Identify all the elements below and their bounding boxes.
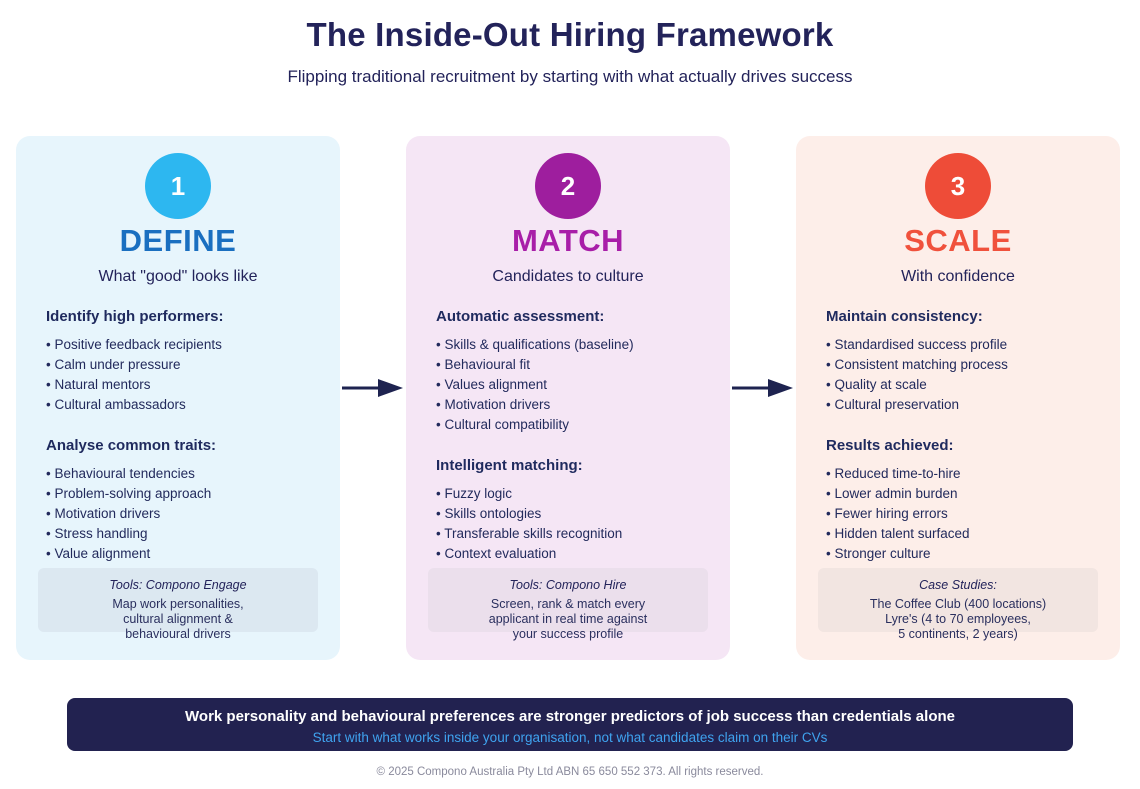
step-subtitle: Candidates to culture: [492, 268, 644, 285]
bullet-item: Cultural compatibility: [436, 415, 700, 435]
key-message-banner: Work personality and behavioural prefere…: [67, 698, 1073, 751]
bullet-list: Skills & qualifications (baseline) Behav…: [436, 335, 700, 435]
tools-box: Tools: Compono Hire Screen, rank & match…: [428, 568, 708, 641]
step-title: SCALE: [904, 223, 1012, 258]
bullet-item: Skills ontologies: [436, 504, 700, 524]
bullet-item: Fuzzy logic: [436, 484, 700, 504]
tools-box-title: Tools: Compono Engage: [109, 578, 247, 592]
step-number-badge: 1: [145, 153, 211, 219]
bullet-item: Reduced time-to-hire: [826, 464, 1090, 484]
bullet-item: Value alignment: [46, 544, 310, 564]
bullet-item: Lower admin burden: [826, 484, 1090, 504]
step-number-badge: 2: [535, 153, 601, 219]
section-heading: Maintain consistency:: [826, 308, 983, 325]
tools-box-title: Case Studies:: [919, 578, 997, 592]
bullet-item: Context evaluation: [436, 544, 700, 564]
page-title: The Inside-Out Hiring Framework: [306, 16, 834, 53]
step-subtitle: What "good" looks like: [98, 268, 258, 285]
tools-box-line: behavioural drivers: [125, 627, 231, 641]
tools-box-line: 5 continents, 2 years): [898, 627, 1018, 641]
page-subtitle: Flipping traditional recruitment by star…: [287, 67, 853, 86]
bullet-item: Stress handling: [46, 524, 310, 544]
bullet-item: Transferable skills recognition: [436, 524, 700, 544]
bullet-item: Values alignment: [436, 375, 700, 395]
bullet-item: Fewer hiring errors: [826, 504, 1090, 524]
step-connector: [340, 136, 406, 660]
step-title: DEFINE: [119, 223, 237, 258]
bullet-item: Stronger culture: [826, 544, 1090, 564]
bullet-item: Skills & qualifications (baseline): [436, 335, 700, 355]
bullet-list: Reduced time-to-hire Lower admin burden …: [826, 464, 1090, 564]
bullet-list: Fuzzy logic Skills ontologies Transferab…: [436, 484, 700, 564]
section-heading: Automatic assessment:: [436, 308, 605, 325]
bullet-item: Standardised success profile: [826, 335, 1090, 355]
header: The Inside-Out Hiring Framework Flipping…: [0, 0, 1140, 87]
arrow-right-icon: [342, 379, 403, 397]
step-subtitle: With confidence: [901, 268, 1015, 285]
arrow-right-icon: [732, 379, 793, 397]
bullet-item: Quality at scale: [826, 375, 1090, 395]
case-studies-box: Case Studies: The Coffee Club (400 locat…: [818, 568, 1098, 641]
bullet-list: Standardised success profile Consistent …: [826, 335, 1090, 415]
step-card-match: 2 MATCH Candidates to culture Automatic …: [406, 136, 730, 660]
tools-box-line: your success profile: [512, 627, 624, 641]
tools-box: Tools: Compono Engage Map work personali…: [38, 568, 318, 641]
bullet-item: Behavioural fit: [436, 355, 700, 375]
bullet-item: Cultural preservation: [826, 395, 1090, 415]
bullet-item: Problem-solving approach: [46, 484, 310, 504]
bullet-item: Natural mentors: [46, 375, 310, 395]
bullet-list: Positive feedback recipients Calm under …: [46, 335, 310, 415]
bullet-item: Motivation drivers: [46, 504, 310, 524]
steps-row: 1 DEFINE What "good" looks like Identify…: [16, 136, 1120, 660]
step-sections: Automatic assessment: Skills & qualifica…: [406, 308, 730, 564]
bullet-item: Hidden talent surfaced: [826, 524, 1090, 544]
banner-subline: Start with what works inside your organi…: [312, 730, 828, 745]
step-card-define: 1 DEFINE What "good" looks like Identify…: [16, 136, 340, 660]
bullet-item: Cultural ambassadors: [46, 395, 310, 415]
step-connector: [730, 136, 796, 660]
step-card-scale: 3 SCALE With confidence Maintain consist…: [796, 136, 1120, 660]
step-number-badge: 3: [925, 153, 991, 219]
tools-box-line: Lyre's (4 to 70 employees,: [885, 612, 1031, 626]
bullet-list: Behavioural tendencies Problem-solving a…: [46, 464, 310, 564]
tools-box-title: Tools: Compono Hire: [509, 578, 627, 592]
section-heading: Analyse common traits:: [46, 437, 217, 454]
tools-box-line: cultural alignment &: [123, 612, 233, 626]
section-heading: Intelligent matching:: [436, 457, 583, 474]
footer-copyright: © 2025 Compono Australia Pty Ltd ABN 65 …: [376, 766, 764, 778]
section-heading: Identify high performers:: [46, 308, 224, 325]
tools-box-line: The Coffee Club (400 locations): [869, 597, 1047, 611]
section-heading: Results achieved:: [826, 437, 954, 454]
banner-headline: Work personality and behavioural prefere…: [185, 708, 955, 725]
tools-box-line: Screen, rank & match every: [490, 597, 646, 611]
bullet-item: Motivation drivers: [436, 395, 700, 415]
bullet-item: Positive feedback recipients: [46, 335, 310, 355]
step-sections: Identify high performers: Positive feedb…: [16, 308, 340, 564]
step-sections: Maintain consistency: Standardised succe…: [796, 308, 1120, 564]
tools-box-line: Map work personalities,: [112, 597, 244, 611]
bullet-item: Calm under pressure: [46, 355, 310, 375]
bullet-item: Consistent matching process: [826, 355, 1090, 375]
step-title: MATCH: [511, 223, 625, 258]
tools-box-line: applicant in real time against: [488, 612, 648, 626]
bullet-item: Behavioural tendencies: [46, 464, 310, 484]
